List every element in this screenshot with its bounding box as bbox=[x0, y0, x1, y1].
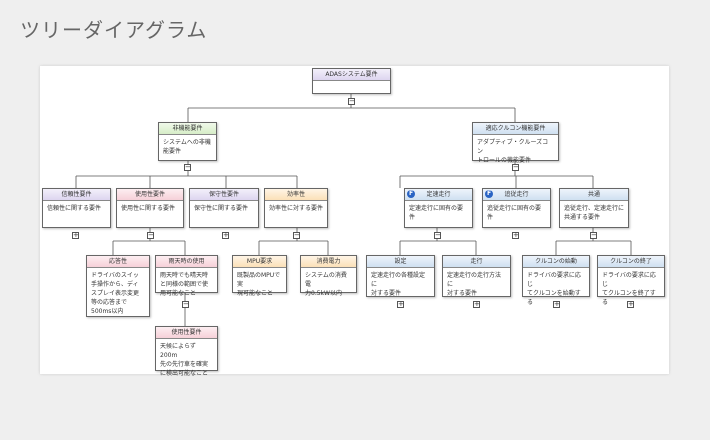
expand-toggle[interactable]: + bbox=[627, 300, 634, 308]
node-body: ドライバの要求に応じ てクルコンを終了する bbox=[602, 272, 656, 306]
node-header: 信頼性要件 bbox=[43, 189, 110, 201]
feature-badge-icon: F bbox=[407, 190, 415, 198]
node-body: 使用性に関する要件 bbox=[121, 205, 176, 212]
node-header: F 定速走行 bbox=[405, 189, 472, 201]
node-header: クルコンの終了 bbox=[598, 256, 664, 268]
node-reliability[interactable]: 信頼性要件 信頼性に関する要件 bbox=[42, 188, 111, 228]
node-header: 使用性要件 bbox=[156, 327, 217, 339]
collapse-toggle[interactable]: − bbox=[293, 231, 300, 239]
collapse-toggle[interactable]: − bbox=[434, 231, 441, 239]
node-body: ドライバのスイッ 手操作から、ディ スプレイ表示変更 等の応答まで 500ms以… bbox=[91, 272, 140, 315]
node-header: 適応クルコン機能要件 bbox=[473, 123, 558, 135]
collapse-toggle[interactable]: − bbox=[184, 163, 191, 171]
node-follow[interactable]: F 追従走行 追従走行に固有の要件 bbox=[482, 188, 551, 228]
node-common[interactable]: 共通 追従走行、定速走行に 共通する要件 bbox=[559, 188, 629, 228]
node-body: 既製品のMPUで実 現可能なこと bbox=[237, 272, 281, 297]
node-maintainability[interactable]: 保守性要件 保守性に関する要件 bbox=[189, 188, 259, 228]
expand-toggle[interactable]: + bbox=[222, 231, 229, 239]
node-title: 信頼性要件 bbox=[61, 191, 92, 198]
node-header: 消費電力 bbox=[301, 256, 356, 268]
node-power[interactable]: 消費電力 システムの消費電 力0.5kW以内 bbox=[300, 255, 357, 297]
node-responsiveness[interactable]: 応答性 ドライバのスイッ 手操作から、ディ スプレイ表示変更 等の応答まで 50… bbox=[86, 255, 150, 317]
node-header: 設定 bbox=[367, 256, 434, 268]
node-adas-system[interactable]: ADASシステム要件 bbox=[312, 68, 391, 94]
connector-lines bbox=[75, 94, 632, 326]
page-title: ツリーダイアグラム bbox=[20, 18, 208, 42]
node-title: 応答性 bbox=[108, 258, 127, 265]
expand-toggle[interactable]: + bbox=[72, 231, 79, 239]
node-header: 保守性要件 bbox=[190, 189, 258, 201]
node-body: 効率性に対する要件 bbox=[269, 205, 324, 212]
node-header: 雨天時の使用 bbox=[156, 256, 217, 268]
node-body: 定速走行に固有の要件 bbox=[409, 205, 464, 221]
node-cc-end[interactable]: クルコンの終了 ドライバの要求に応じ てクルコンを終了する bbox=[597, 255, 665, 306]
feature-badge-icon: F bbox=[485, 190, 493, 198]
node-title: 非機能要件 bbox=[172, 125, 203, 132]
node-header: 使用性要件 bbox=[117, 189, 183, 201]
node-fixed-speed[interactable]: F 定速走行 定速走行に固有の要件 bbox=[404, 188, 473, 228]
node-title: 雨天時の使用 bbox=[168, 258, 205, 265]
node-header: 応答性 bbox=[87, 256, 149, 268]
node-title: 追従走行 bbox=[504, 191, 529, 198]
collapse-toggle[interactable]: − bbox=[590, 231, 597, 239]
node-mpu[interactable]: MPU要求 既製品のMPUで実 現可能なこと bbox=[232, 255, 287, 297]
node-title: 適応クルコン機能要件 bbox=[485, 125, 546, 132]
node-header: クルコンの始動 bbox=[523, 256, 589, 268]
node-setting[interactable]: 設定 定速走行の各種設定に 対する要件 bbox=[366, 255, 435, 297]
node-body: 天候によらず200m 先の先行車を確実 に検出可能なこと bbox=[160, 343, 209, 377]
collapse-toggle[interactable]: − bbox=[147, 231, 154, 239]
node-body: 追従走行、定速走行に 共通する要件 bbox=[564, 205, 625, 221]
node-title: 保守性要件 bbox=[208, 191, 239, 198]
node-body: システムへの非機 能要件 bbox=[163, 139, 211, 155]
expand-toggle[interactable]: + bbox=[473, 300, 480, 308]
node-body: 定速走行の各種設定に 対する要件 bbox=[371, 272, 426, 297]
node-efficiency[interactable]: 効率性 効率性に対する要件 bbox=[264, 188, 328, 228]
node-title: クルコンの始動 bbox=[535, 258, 577, 265]
node-cc-start[interactable]: クルコンの始動 ドライバの要求に応じ てクルコンを始動する bbox=[522, 255, 590, 306]
node-title: 設定 bbox=[394, 258, 407, 265]
node-body: 定速走行の走行方法に 対する要件 bbox=[447, 272, 502, 297]
collapse-toggle[interactable]: − bbox=[182, 300, 189, 308]
node-body: 雨天時でも晴天時 と同様の範囲で使 用可能なこと bbox=[160, 272, 209, 297]
node-title: 使用性要件 bbox=[171, 329, 202, 336]
node-running[interactable]: 走行 定速走行の走行方法に 対する要件 bbox=[442, 255, 511, 297]
node-header: 共通 bbox=[560, 189, 628, 201]
node-title: クルコンの終了 bbox=[610, 258, 652, 265]
node-usability[interactable]: 使用性要件 使用性に関する要件 bbox=[116, 188, 184, 228]
node-title: 使用性要件 bbox=[134, 191, 165, 198]
node-header: F 追従走行 bbox=[483, 189, 550, 201]
node-nonfunctional[interactable]: 非機能要件 システムへの非機 能要件 bbox=[158, 122, 217, 161]
node-header: ADASシステム要件 bbox=[313, 69, 390, 81]
node-body: ドライバの要求に応じ てクルコンを始動する bbox=[527, 272, 581, 306]
node-title: ADASシステム要件 bbox=[325, 71, 378, 78]
node-header: 効率性 bbox=[265, 189, 327, 201]
node-body: システムの消費電 力0.5kW以内 bbox=[305, 272, 347, 297]
collapse-toggle[interactable]: − bbox=[348, 97, 355, 105]
node-title: 走行 bbox=[470, 258, 483, 265]
node-rain-use[interactable]: 雨天時の使用 雨天時でも晴天時 と同様の範囲で使 用可能なこと bbox=[155, 255, 218, 297]
node-title: MPU要求 bbox=[246, 258, 273, 265]
node-title: 定速走行 bbox=[426, 191, 451, 198]
expand-toggle[interactable]: + bbox=[553, 300, 560, 308]
node-body: 追従走行に固有の要件 bbox=[487, 205, 542, 221]
node-title: 消費電力 bbox=[316, 258, 341, 265]
node-body: 信頼性に関する要件 bbox=[47, 205, 102, 212]
expand-toggle[interactable]: + bbox=[397, 300, 404, 308]
node-acc-functional[interactable]: 適応クルコン機能要件 アダプティブ・クルーズコン トロールの機能要件 bbox=[472, 122, 559, 164]
node-header: 非機能要件 bbox=[159, 123, 216, 135]
node-body: 保守性に関する要件 bbox=[194, 205, 249, 212]
node-header: MPU要求 bbox=[233, 256, 286, 268]
node-header: 走行 bbox=[443, 256, 510, 268]
expand-toggle[interactable]: + bbox=[512, 231, 519, 239]
node-usability-weather[interactable]: 使用性要件 天候によらず200m 先の先行車を確実 に検出可能なこと bbox=[155, 326, 218, 377]
node-title: 効率性 bbox=[286, 191, 305, 198]
node-title: 共通 bbox=[587, 191, 600, 198]
collapse-toggle[interactable]: − bbox=[512, 163, 519, 171]
node-body: アダプティブ・クルーズコン トロールの機能要件 bbox=[477, 139, 549, 164]
diagram-canvas: ADASシステム要件 − 非機能要件 システムへの非機 能要件 − 適応クルコン… bbox=[40, 66, 669, 377]
